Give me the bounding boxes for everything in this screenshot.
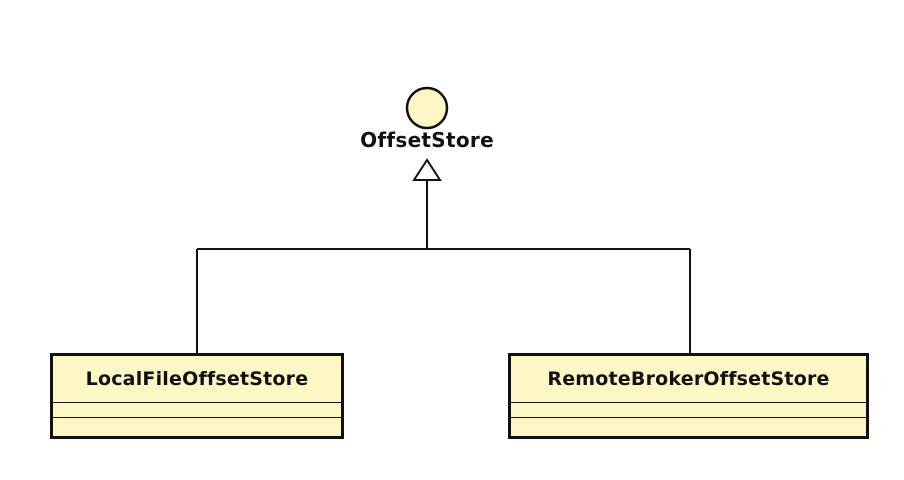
- class-operations-section: [511, 418, 866, 435]
- class-attributes-section: [53, 403, 341, 418]
- class-box-remote-broker-offset-store[interactable]: RemoteBrokerOffsetStore: [508, 353, 869, 439]
- class-name-label: RemoteBrokerOffsetStore: [511, 356, 866, 403]
- interface-circle-icon[interactable]: [405, 86, 449, 130]
- realization-arrowhead-icon: [412, 158, 442, 181]
- interface-name-label[interactable]: OffsetStore: [360, 128, 494, 152]
- class-name-label: LocalFileOffsetStore: [53, 356, 341, 403]
- class-box-local-file-offset-store[interactable]: LocalFileOffsetStore: [50, 353, 344, 439]
- class-attributes-section: [511, 403, 866, 418]
- class-operations-section: [53, 418, 341, 435]
